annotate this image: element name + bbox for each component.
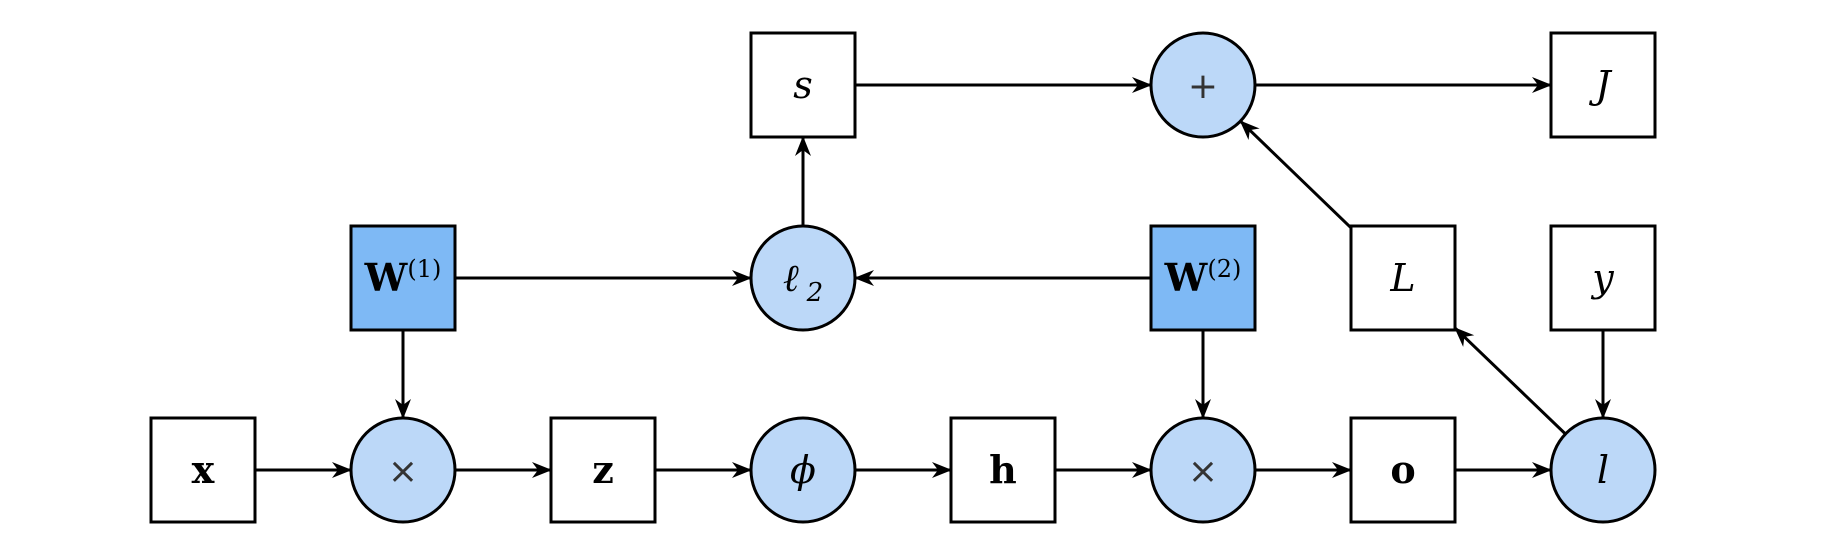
node-y-label-main: y	[1590, 256, 1614, 300]
node-mul2-circle	[1149, 416, 1257, 524]
node-s-label-main: s	[793, 63, 813, 107]
node-x-box	[149, 416, 257, 524]
node-l-circle	[1549, 416, 1657, 524]
node-phi: ϕ	[749, 416, 857, 524]
node-h: h	[949, 416, 1057, 524]
node-s: s	[749, 31, 857, 139]
node-mul2-label: ×	[1188, 451, 1218, 492]
node-W2: W(2)	[1149, 224, 1257, 332]
node-W2-label: W(2)	[1164, 255, 1242, 300]
node-x: x	[149, 416, 257, 524]
edge-l-to-L	[1453, 326, 1567, 436]
node-y: y	[1549, 224, 1657, 332]
edges	[255, 77, 1611, 478]
node-mul1-label: ×	[388, 451, 418, 492]
node-l-label: l	[1597, 448, 1609, 492]
node-z-label-main: z	[592, 447, 614, 492]
node-plus: +	[1149, 31, 1257, 139]
node-W1-label-sup: (1)	[407, 255, 441, 283]
node-phi-circle	[749, 416, 857, 524]
node-x-label-main: x	[192, 447, 215, 492]
node-l: l	[1549, 416, 1657, 524]
node-o-box	[1349, 416, 1457, 524]
node-W1-box	[349, 224, 457, 332]
node-x-label: x	[192, 447, 215, 492]
node-mul2: ×	[1149, 416, 1257, 524]
node-o-label: o	[1390, 447, 1415, 492]
node-l-label-main: l	[1597, 448, 1609, 492]
node-plus-label-main: +	[1188, 66, 1218, 107]
node-W1-label: W(1)	[364, 255, 442, 300]
node-h-box	[949, 416, 1057, 524]
node-L-box	[1349, 224, 1457, 332]
node-h-label: h	[989, 447, 1017, 492]
node-l2-label-sub: 2	[806, 278, 824, 308]
node-plus-label: +	[1188, 66, 1218, 107]
node-phi-label-main: ϕ	[790, 448, 816, 492]
node-l2-label-main: ℓ	[783, 256, 799, 300]
node-L-label: L	[1389, 256, 1415, 300]
node-W1-label-main: W	[364, 255, 409, 300]
node-o-label-main: o	[1390, 447, 1415, 492]
node-W1: W(1)	[349, 224, 457, 332]
node-s-box	[749, 31, 857, 139]
node-phi-label: ϕ	[790, 448, 816, 492]
node-o: o	[1349, 416, 1457, 524]
node-plus-circle	[1149, 31, 1257, 139]
node-h-label-main: h	[989, 447, 1017, 492]
node-L: L	[1349, 224, 1457, 332]
node-W2-box	[1149, 224, 1257, 332]
node-y-box	[1549, 224, 1657, 332]
node-s-label: s	[793, 63, 813, 107]
node-l2-circle	[749, 224, 857, 332]
node-mul1-label-main: ×	[388, 451, 418, 492]
node-L-label-main: L	[1389, 256, 1415, 300]
edge-L-to-plus	[1239, 120, 1353, 229]
node-J-box	[1549, 31, 1657, 139]
node-mul1-circle	[349, 416, 457, 524]
node-z-box	[549, 416, 657, 524]
node-z-label: z	[592, 447, 614, 492]
node-W2-label-sup: (2)	[1207, 255, 1241, 283]
node-W2-label-main: W	[1164, 255, 1209, 300]
node-mul2-label-main: ×	[1188, 451, 1218, 492]
node-y-label: y	[1590, 256, 1614, 300]
node-z: z	[549, 416, 657, 524]
node-J: J	[1549, 31, 1657, 139]
node-mul1: ×	[349, 416, 457, 524]
